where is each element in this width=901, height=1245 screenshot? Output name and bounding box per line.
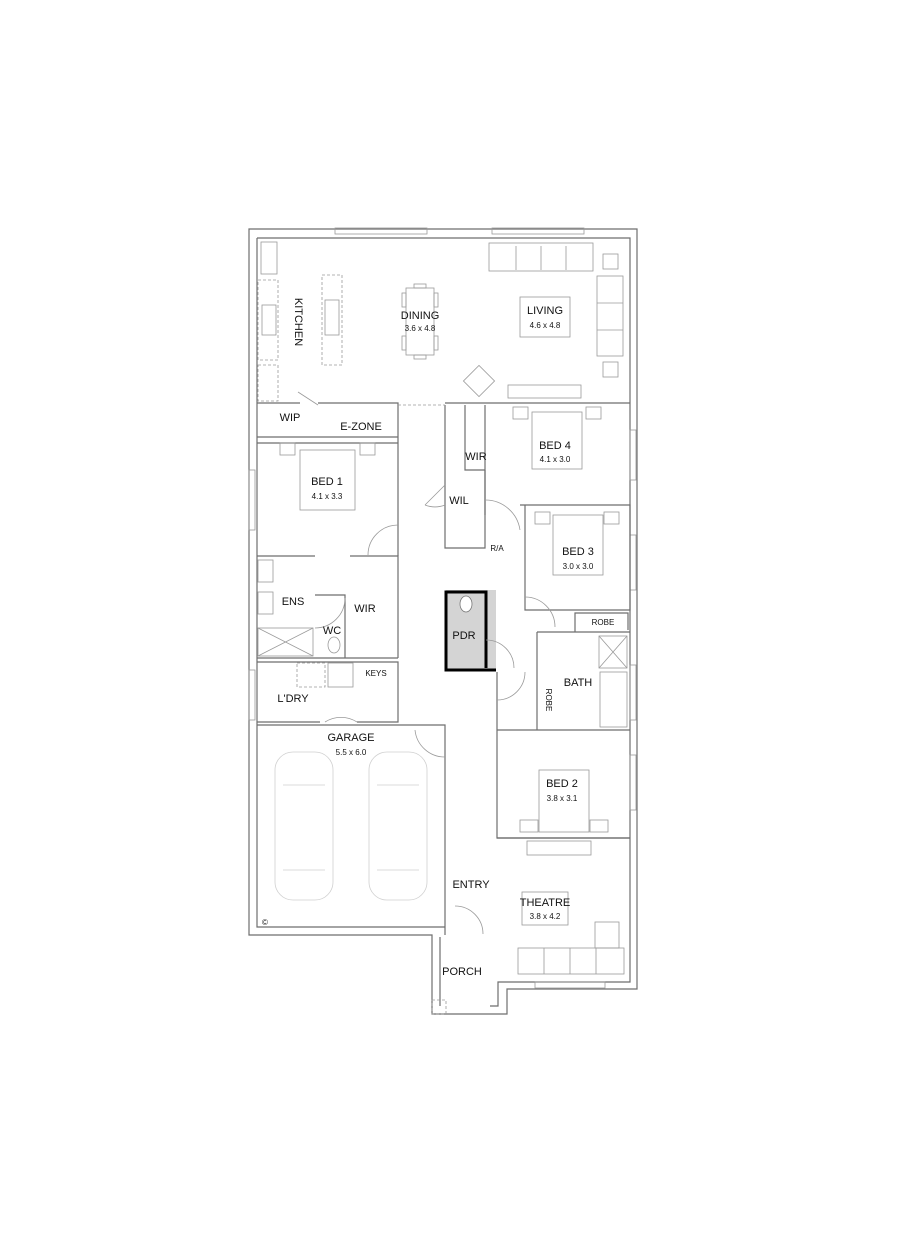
bed3-label: BED 3 (562, 546, 594, 558)
internal-walls (257, 402, 631, 935)
living-size: 4.6 x 4.8 (530, 321, 561, 330)
ens-label: ENS (282, 596, 305, 608)
entry-label: ENTRY (452, 879, 490, 891)
room-labels: KITCHEN DINING 3.6 x 4.8 LIVING 4.6 x 4.… (262, 298, 614, 978)
bed4-label: BED 4 (539, 440, 571, 452)
garage-cars[interactable] (274, 751, 428, 901)
dining-size: 3.6 x 4.8 (405, 324, 436, 333)
wil-label: WIL (449, 495, 469, 507)
pdr-room (444, 590, 496, 672)
porch-label: PORCH (442, 966, 482, 978)
robe-bed3-label: ROBE (592, 618, 615, 627)
garage-label: GARAGE (327, 732, 374, 744)
wc-label: WC (323, 625, 341, 637)
bed3-size: 3.0 x 3.0 (563, 562, 594, 571)
theatre-label: THEATRE (520, 897, 571, 909)
wir-ens-label: WIR (354, 603, 375, 615)
pdr-label: PDR (452, 630, 475, 642)
copyright-mark: © (262, 918, 268, 927)
bed2-label: BED 2 (546, 778, 578, 790)
bed1-label: BED 1 (311, 476, 343, 488)
living-furniture (462, 242, 624, 399)
beds (279, 406, 620, 833)
wip-label: WIP (280, 412, 301, 424)
bed4-size: 4.1 x 3.0 (540, 455, 571, 464)
dining-label: DINING (401, 310, 440, 322)
dining-table (401, 283, 439, 360)
ezone-label: E-ZONE (340, 421, 382, 433)
laundry-label: L'DRY (277, 693, 309, 705)
ra-label: R/A (490, 544, 504, 553)
kitchen-fittings (257, 241, 343, 402)
theatre-furniture (257, 559, 628, 1015)
living-label: LIVING (527, 305, 563, 317)
bed1-size: 4.1 x 3.3 (312, 492, 343, 501)
keys-label: KEYS (365, 669, 386, 678)
outer-walls (248, 227, 638, 1015)
bath-label: BATH (564, 677, 593, 689)
doors[interactable] (297, 391, 556, 935)
wir-upper-label: WIR (465, 451, 486, 463)
robe-bed2-label: ROBE (544, 689, 553, 712)
bed2-size: 3.8 x 3.1 (547, 794, 578, 803)
kitchen-label: KITCHEN (292, 298, 304, 346)
garage-size: 5.5 x 6.0 (336, 748, 367, 757)
theatre-size: 3.8 x 4.2 (530, 912, 561, 921)
